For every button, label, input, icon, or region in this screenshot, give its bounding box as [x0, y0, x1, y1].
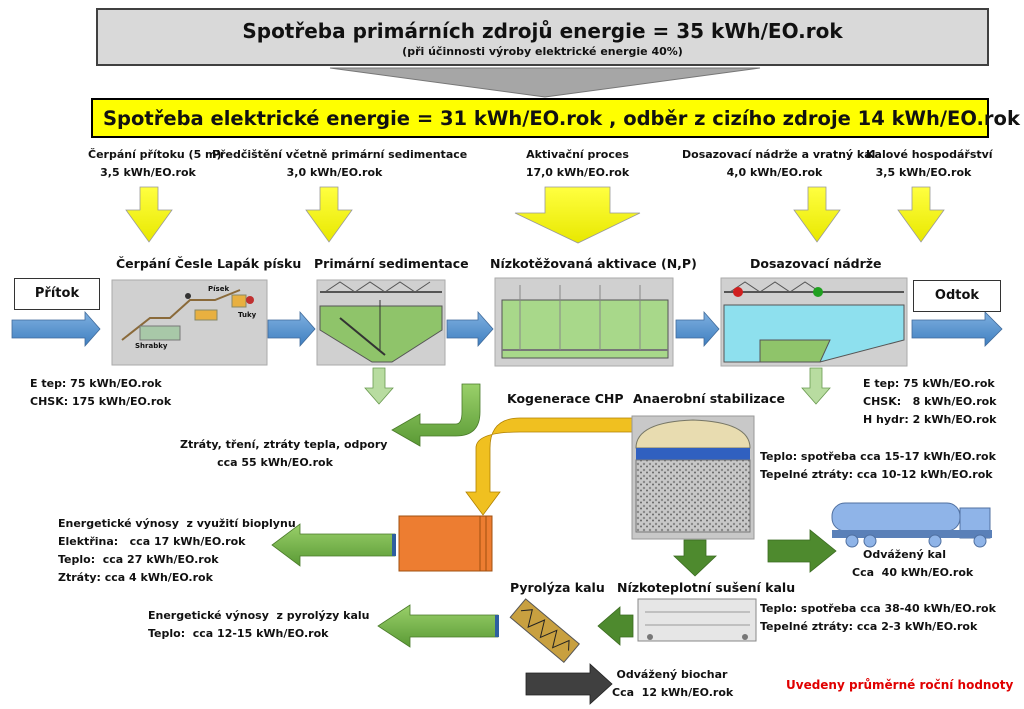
outflow-box: Odtok: [913, 280, 1001, 312]
consumer-value: 3,5 kWh/EO.rok: [875, 166, 972, 179]
biogas-line: Elektřina: cca 17 kWh/EO.rok: [58, 535, 246, 548]
consumer-value: 3,5 kWh/EO.rok: [100, 166, 196, 179]
biogas-values: Energetické výnosy z využití bioplynu El…: [58, 515, 296, 587]
consumer-label: Čerpání přítoku (5 m): [88, 148, 222, 161]
chp-label: Kogenerace CHP: [507, 391, 624, 406]
anaerobic-label: Anaerobní stabilizace: [633, 391, 785, 406]
drying-values: Teplo: spotřeba cca 38-40 kWh/EO.rok Tep…: [760, 600, 996, 636]
sketch-label-pisek: Písek: [208, 285, 230, 293]
stage-primary-title: Primární sedimentace: [314, 256, 469, 271]
electric-energy-banner: Spotřeba elektrické energie = 31 kWh/EO.…: [91, 98, 1020, 138]
consumer-sludge: Kalové hospodářství 3,5 kWh/EO.rok: [866, 146, 993, 182]
stage-pumping-title: Čerpání Česle Lapák písku: [116, 256, 302, 271]
primary-energy-title: Spotřeba primárních zdrojů energie = 35 …: [242, 19, 843, 43]
primary-energy-banner: Spotřeba primárních zdrojů energie = 35 …: [96, 8, 989, 66]
losses-values: Ztráty, tření, ztráty tepla, odpory cca …: [180, 436, 388, 472]
pyrolysis-line: Energetické výnosy z pyrolýzy kalu: [148, 609, 370, 622]
pyrolysis-label: Pyrolýza kalu: [510, 580, 605, 595]
consumer-label: Předčištění včetně primární sedimentace: [212, 148, 468, 161]
blue-arrow-a: [267, 310, 316, 348]
green-arrow-drying: [597, 606, 634, 646]
inflow-values: E tep: 75 kWh/EO.rok CHSK: 175 kWh/EO.ro…: [30, 375, 171, 411]
blue-arrow-c: [675, 310, 720, 348]
primary-sedimentation-sketch: [316, 279, 446, 366]
sketch-label-shrabky: Shrabky: [135, 342, 168, 350]
biochar-line: Cca 12 kWh/EO.rok: [612, 686, 734, 699]
outflow-values: E tep: 75 kWh/EO.rok CHSK: 8 kWh/EO.rok …: [863, 375, 997, 429]
losses-line: Ztráty, tření, ztráty tepla, odpory: [180, 438, 388, 451]
inflow-line: CHSK: 175 kWh/EO.rok: [30, 395, 172, 408]
chp-box: [398, 515, 493, 572]
activation-sketch: [494, 277, 674, 367]
biogas-arrow: [465, 417, 636, 516]
digester-sketch: [631, 415, 755, 540]
dark-arrow-biochar: [525, 663, 613, 705]
anaerobic-line: Teplo: spotřeba cca 15-17 kWh/EO.rok: [760, 450, 996, 463]
anaerobic-values: Teplo: spotřeba cca 15-17 kWh/EO.rok Tep…: [760, 448, 996, 484]
primary-energy-subtitle: (při účinnosti výroby elektrické energie…: [402, 45, 683, 58]
grey-down-arrow: [329, 67, 761, 98]
anaerobic-line: Tepelné ztráty: cca 10-12 kWh/EO.rok: [760, 468, 993, 481]
biochar-line: Odvážený biochar: [616, 668, 728, 681]
inflow-line: E tep: 75 kWh/EO.rok: [30, 377, 162, 390]
blue-arrow-b: [446, 310, 494, 348]
blue-arrow-out: [911, 311, 1003, 347]
outflow-line: H hydr: 2 kWh/EO.rok: [863, 413, 997, 426]
pyrolysis-line: Teplo: cca 12-15 kWh/EO.rok: [148, 627, 329, 640]
yellow-arrow-4: [793, 186, 841, 243]
stage-secondary-title: Dosazovací nádrže: [750, 256, 882, 271]
yellow-arrow-3: [514, 186, 641, 244]
inflow-box: Přítok: [14, 278, 100, 310]
green-down-arrow-2: [801, 367, 831, 405]
truck-icon: [831, 502, 992, 548]
biogas-line: Ztráty: cca 4 kWh/EO.rok: [58, 571, 213, 584]
outflow-line: E tep: 75 kWh/EO.rok: [863, 377, 995, 390]
green-losses-arrow: [391, 383, 481, 447]
biochar-values: Odvážený biochar Cca 12 kWh/EO.rok: [612, 666, 734, 702]
consumer-pretreatment: Předčištění včetně primární sedimentace …: [212, 146, 468, 182]
green-arrow-sludge: [767, 529, 837, 573]
sludge-line: Cca 40 kWh/EO.rok: [852, 566, 974, 579]
drying-label: Nízkoteplotní sušení kalu: [617, 580, 796, 595]
stage-activation-title: Nízkotěžovaná aktivace (N,P): [490, 256, 697, 271]
losses-line: cca 55 kWh/EO.rok: [217, 456, 333, 469]
consumer-pumping: Čerpání přítoku (5 m) 3,5 kWh/EO.rok: [88, 146, 222, 182]
consumer-value: 17,0 kWh/EO.rok: [525, 166, 630, 179]
sludge-values: Odvážený kal Cca 40 kWh/EO.rok: [852, 546, 974, 582]
sketch-label-tuky: Tuky: [238, 311, 257, 319]
blue-arrow-in: [11, 310, 101, 348]
consumer-label: Aktivační proces: [526, 148, 629, 161]
sludge-line: Odvážený kal: [862, 548, 947, 561]
consumer-activation: Aktivační proces 17,0 kWh/EO.rok: [515, 146, 640, 182]
biogas-line: Teplo: cca 27 kWh/EO.rok: [58, 553, 219, 566]
consumer-clarifiers: Dosazovací nádrže a vratný kal 4,0 kWh/E…: [682, 146, 876, 182]
consumer-value: 3,0 kWh/EO.rok: [286, 166, 383, 179]
drying-line: Tepelné ztráty: cca 2-3 kWh/EO.rok: [760, 620, 978, 633]
consumer-label: Kalové hospodářství: [866, 148, 993, 161]
average-values-note: Uvedeny průměrné roční hodnoty: [786, 678, 1014, 692]
yellow-arrow-5: [897, 186, 945, 243]
consumer-value: 4,0 kWh/EO.rok: [726, 166, 823, 179]
green-arrow-pyro: [377, 604, 499, 648]
biogas-line: Energetické výnosy z využití bioplynu: [58, 517, 296, 530]
green-down-digester: [673, 539, 717, 577]
pyrolysis-values: Energetické výnosy z pyrolýzy kalu Teplo…: [148, 607, 369, 643]
yellow-arrow-1: [125, 186, 173, 243]
consumer-label: Dosazovací nádrže a vratný kal: [682, 148, 876, 161]
pumping-sketch: [111, 279, 268, 366]
pyrolysis-sketch: [509, 598, 580, 664]
yellow-arrow-2: [305, 186, 353, 243]
outflow-line: CHSK: 8 kWh/EO.rok: [863, 395, 997, 408]
drying-line: Teplo: spotřeba cca 38-40 kWh/EO.rok: [760, 602, 996, 615]
dryer-sketch: [637, 598, 757, 642]
green-down-arrow-1: [364, 367, 394, 405]
green-arrow-biogas: [271, 523, 396, 567]
secondary-clarifier-sketch: [720, 277, 908, 367]
